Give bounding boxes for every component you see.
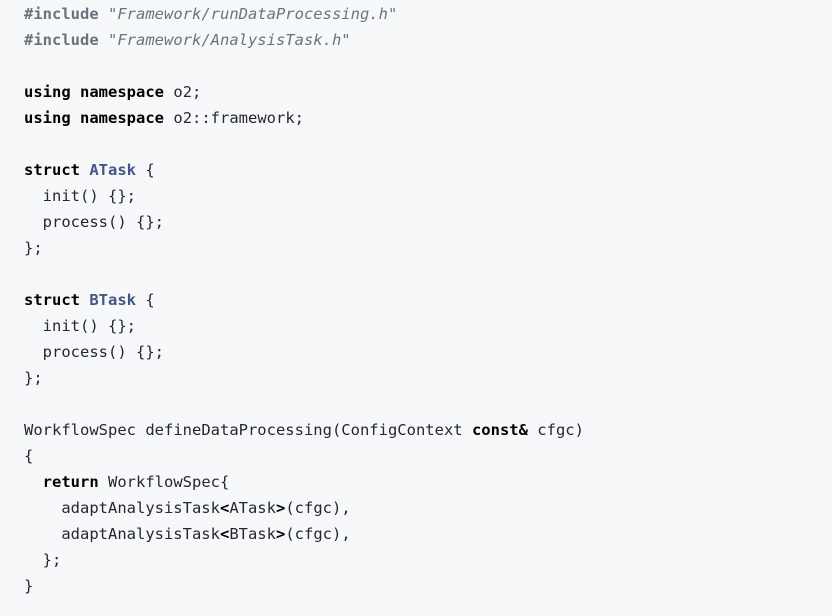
code-line-10: }; [24, 235, 584, 261]
call-args: (cfgc), [285, 525, 351, 543]
brace: }; [42, 551, 62, 569]
code-line-15: }; [24, 365, 584, 391]
call-args: (cfgc), [285, 499, 351, 517]
keyword: return [42, 473, 99, 491]
angle-bracket: < [219, 499, 230, 517]
angle-bracket: < [219, 525, 230, 543]
code-line-1: #include "Framework/runDataProcessing.h" [24, 1, 584, 27]
code-listing: #include "Framework/runDataProcessing.h"… [24, 1, 584, 599]
include-path: "Framework/runDataProcessing.h" [108, 5, 398, 23]
method-init: init() {}; [42, 187, 136, 205]
code-line-17: WorkflowSpec defineDataProcessing(Config… [24, 417, 584, 443]
brace: }; [24, 239, 43, 257]
code-line-2: #include "Framework/AnalysisTask.h" [24, 27, 584, 53]
namespace-name: o2; [173, 83, 202, 101]
brace: } [24, 577, 34, 595]
adapt-call: adaptAnalysisTask [61, 499, 220, 517]
code-line-14: process() {}; [24, 339, 584, 365]
code-line-13: init() {}; [24, 313, 584, 339]
function-name: defineDataProcessing(ConfigContext [145, 421, 463, 439]
keyword: namespace [80, 109, 165, 127]
code-line-22: }; [24, 547, 584, 573]
keyword: struct [24, 291, 80, 309]
code-line-6 [24, 131, 584, 157]
include-directive: #include [24, 5, 99, 23]
code-line-23: } [24, 573, 584, 599]
code-line-8: init() {}; [24, 183, 584, 209]
code-line-3 [24, 53, 584, 79]
template-arg: ATask [229, 499, 276, 517]
include-directive: #include [24, 31, 99, 49]
keyword: const& [471, 421, 528, 439]
brace: { [145, 161, 155, 179]
keyword: struct [24, 161, 80, 179]
angle-bracket: > [275, 525, 286, 543]
return-expression: WorkflowSpec{ [108, 473, 230, 491]
code-line-18: { [24, 443, 584, 469]
method-process: process() {}; [42, 213, 164, 231]
return-type: WorkflowSpec [24, 421, 136, 439]
code-line-12: struct BTask { [24, 287, 584, 313]
code-line-4: using namespace o2; [24, 79, 584, 105]
namespace-name: o2::framework; [173, 109, 305, 127]
function-param: cfgc) [537, 421, 584, 439]
code-line-5: using namespace o2::framework; [24, 105, 584, 131]
keyword: namespace [80, 83, 165, 101]
code-line-21: adaptAnalysisTask<BTask>(cfgc), [24, 521, 584, 547]
template-arg: BTask [229, 525, 276, 543]
keyword: using [24, 109, 71, 127]
brace: }; [24, 369, 43, 387]
brace: { [24, 447, 34, 465]
code-line-16 [24, 391, 584, 417]
adapt-call: adaptAnalysisTask [61, 525, 220, 543]
code-line-19: return WorkflowSpec{ [24, 469, 584, 495]
brace: { [145, 291, 155, 309]
code-line-7: struct ATask { [24, 157, 584, 183]
include-path: "Framework/AnalysisTask.h" [108, 31, 351, 49]
method-init: init() {}; [42, 317, 136, 335]
code-line-20: adaptAnalysisTask<ATask>(cfgc), [24, 495, 584, 521]
struct-name: BTask [89, 291, 137, 309]
code-line-9: process() {}; [24, 209, 584, 235]
code-line-11 [24, 261, 584, 287]
keyword: using [24, 83, 71, 101]
struct-name: ATask [89, 161, 137, 179]
angle-bracket: > [275, 499, 286, 517]
method-process: process() {}; [42, 343, 164, 361]
